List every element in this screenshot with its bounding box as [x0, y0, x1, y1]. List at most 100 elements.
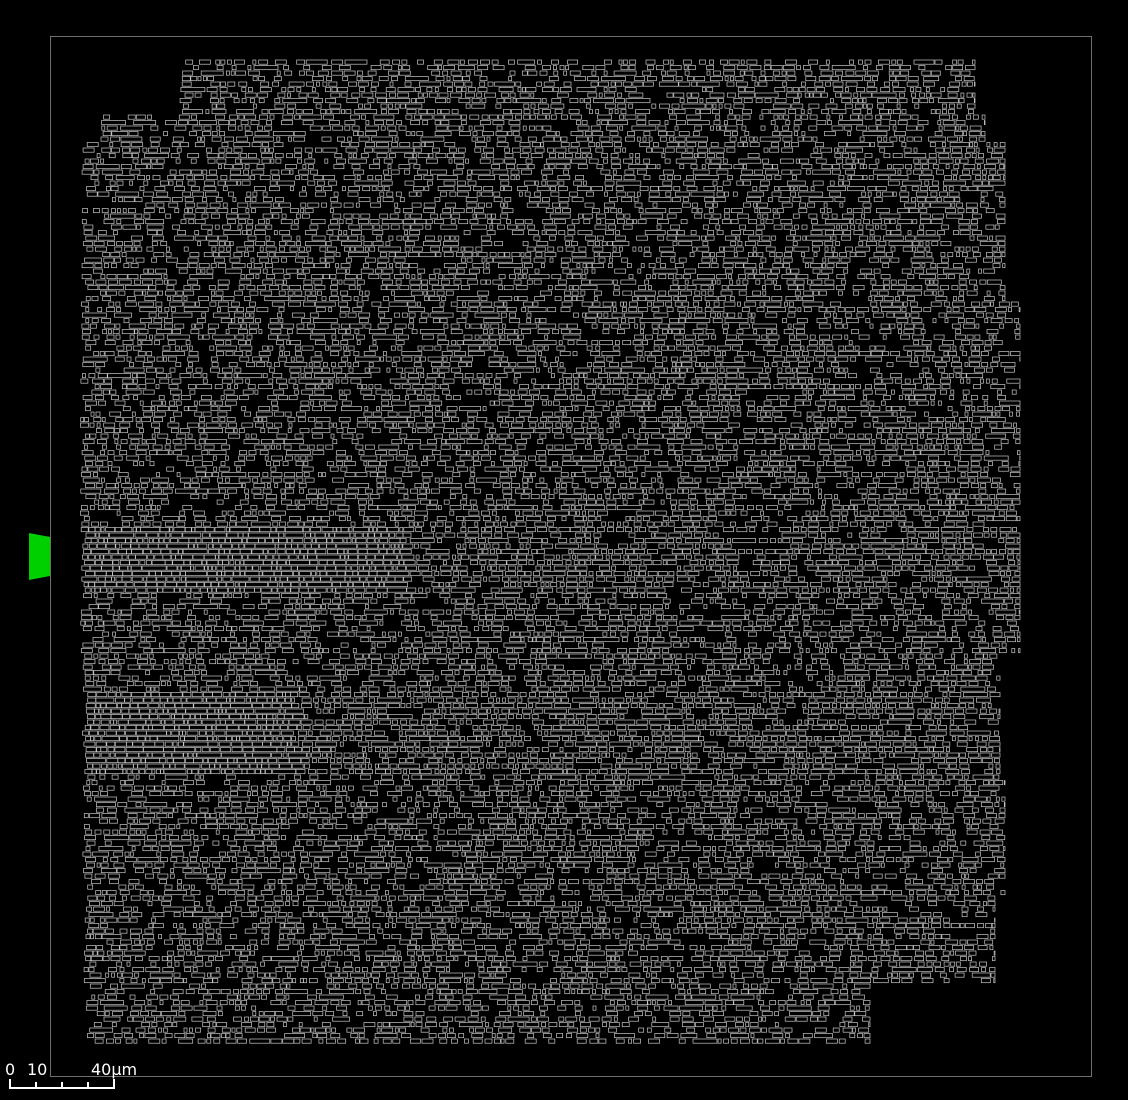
std-cell [231, 65, 237, 71]
std-cell [436, 109, 441, 115]
std-cell [331, 109, 341, 115]
std-cell [736, 65, 748, 71]
std-cell [590, 81, 599, 87]
std-cell [438, 92, 449, 98]
std-cell [718, 98, 724, 104]
std-cell [348, 81, 357, 87]
std-cell [548, 76, 559, 82]
std-cell [509, 70, 516, 76]
std-cell [675, 76, 683, 82]
std-cell [974, 81, 976, 87]
std-cell [426, 87, 433, 93]
std-cell [344, 59, 368, 65]
std-cell [709, 59, 714, 65]
std-cell [471, 103, 486, 109]
std-cell [925, 92, 931, 98]
std-cell [613, 70, 637, 76]
std-cell [553, 65, 557, 71]
std-cell [919, 92, 925, 98]
std-cell [419, 81, 441, 87]
std-cell [330, 92, 341, 98]
std-cell [669, 65, 682, 71]
std-cell [241, 87, 247, 93]
std-cell [691, 92, 700, 98]
std-cell [925, 87, 930, 93]
std-cell [247, 65, 252, 71]
std-cell [316, 81, 320, 87]
std-cell [325, 98, 336, 104]
std-cell [219, 87, 228, 93]
std-cell [740, 59, 745, 65]
std-cell [696, 81, 720, 87]
std-cell [808, 103, 820, 109]
std-cell [351, 92, 361, 98]
std-cell [234, 59, 245, 65]
std-cell [454, 81, 464, 87]
std-cell [299, 70, 305, 76]
std-cell [306, 81, 314, 87]
std-cell [687, 98, 698, 104]
std-cell [632, 81, 644, 87]
std-cell [875, 65, 883, 71]
std-cell [856, 87, 865, 93]
std-cell [774, 98, 787, 104]
std-cell [659, 103, 670, 109]
std-cell [622, 81, 632, 87]
std-cell [253, 103, 257, 109]
std-cell [786, 70, 796, 76]
std-cell [567, 59, 578, 65]
std-cell [805, 76, 817, 82]
std-cell [973, 98, 976, 104]
std-cell [579, 98, 584, 104]
std-cell [950, 70, 961, 76]
std-cell [423, 92, 428, 98]
std-cell [798, 87, 806, 93]
std-cell [813, 92, 821, 98]
std-cell [910, 87, 914, 93]
std-cell [521, 70, 528, 76]
std-cell [509, 92, 516, 98]
std-cell [821, 92, 828, 98]
std-cell [230, 70, 235, 76]
std-cell [764, 98, 772, 104]
std-cell [370, 87, 377, 93]
std-cell [257, 92, 269, 98]
std-cell [663, 59, 669, 65]
std-cell [787, 76, 797, 82]
std-cell [671, 103, 680, 109]
std-cell [934, 59, 943, 65]
std-cell [615, 98, 625, 104]
std-cell [884, 81, 890, 87]
std-cell [949, 103, 955, 109]
std-cell [253, 65, 279, 71]
std-cell [582, 65, 595, 71]
std-cell [686, 92, 692, 98]
std-cell [494, 81, 515, 87]
std-cell [593, 98, 614, 104]
std-cell [728, 59, 740, 65]
std-cell [516, 98, 542, 104]
std-cell [459, 59, 465, 65]
std-cell [793, 98, 800, 104]
std-cell [326, 76, 332, 82]
std-cell [287, 109, 294, 115]
std-cell [312, 76, 324, 82]
std-cell [591, 70, 597, 76]
std-cell [405, 103, 423, 109]
std-cell [357, 81, 369, 87]
std-cell [705, 98, 718, 104]
std-cell [359, 87, 365, 93]
std-cell [642, 70, 652, 76]
std-cell [206, 87, 218, 93]
std-cell [477, 87, 488, 93]
std-cell [854, 103, 863, 109]
std-cell [226, 70, 230, 76]
std-cell [604, 103, 616, 109]
std-cell [845, 81, 858, 87]
std-cell [760, 70, 766, 76]
std-cell [321, 65, 332, 71]
std-cell [272, 81, 279, 87]
std-cell [845, 70, 855, 76]
std-cell [381, 109, 387, 115]
